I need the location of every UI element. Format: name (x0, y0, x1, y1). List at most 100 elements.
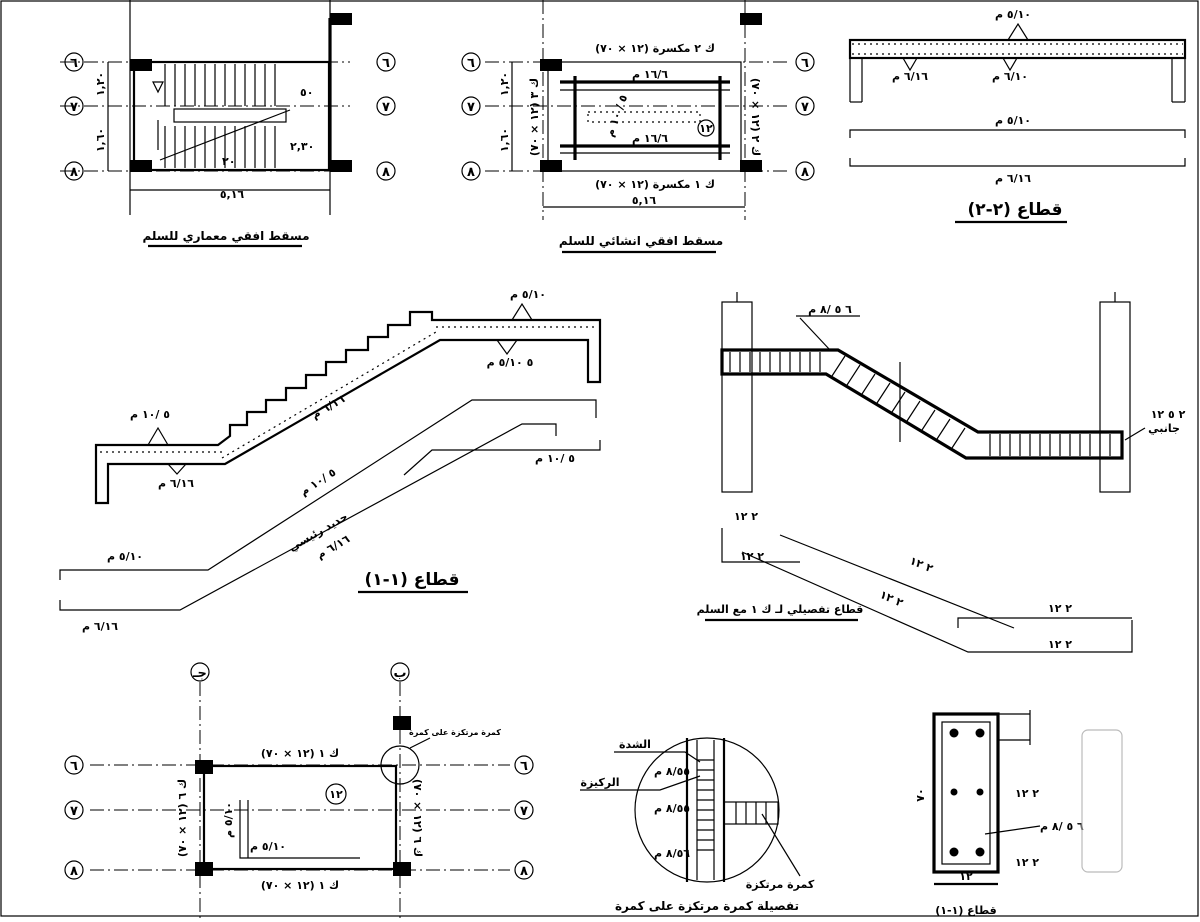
slab-number: ١٢ (329, 788, 343, 801)
dimension-width: ٥,١٦ (632, 194, 657, 207)
bar-shape-2 (59, 423, 557, 611)
stair-slab (720, 348, 1124, 460)
column (330, 160, 352, 172)
section-width: ١٢ (959, 870, 973, 883)
stirrup (941, 721, 991, 865)
stirrup-note: ٦ ٥ /٨ م (808, 303, 852, 316)
axis-label-6-right: ٦ (801, 56, 809, 71)
bar-shape-top-label: ٥/١٠ م (995, 114, 1031, 127)
dimension-width: ٥,١٦ (220, 188, 245, 201)
rebar-top-label: ١٦/٦ م (632, 68, 668, 81)
axis-bubble-8 (64, 161, 84, 181)
axis-label-7: ٧ (467, 100, 475, 115)
axis-bubble-7-right (376, 96, 396, 116)
axis-label-7: ٧ (70, 804, 78, 819)
leader-line (984, 825, 1041, 835)
axis-label-8: ٨ (467, 165, 475, 180)
side-bar-note-2: جانبي (1148, 422, 1180, 435)
axis-bubble-j (190, 662, 210, 682)
level-note: ٢,٣٠ (290, 140, 314, 153)
step-count-upper: ٥٠ (300, 86, 313, 99)
axis-bubble-6-right (795, 52, 815, 72)
rebar-bottom-left-label: ٦/١٦ م (892, 70, 928, 83)
dimension-b: ١,٦٠ (94, 128, 107, 152)
column (740, 13, 762, 25)
bar-shape-3 (403, 440, 601, 476)
supported-beam (723, 801, 779, 825)
leader-line (409, 737, 431, 749)
dimension-a: ١,٢٠ (498, 72, 511, 96)
rebar-label: ٦/١٦ م (309, 392, 347, 421)
axis-bubble-6 (64, 755, 84, 775)
axis-bubble-8-right (376, 161, 396, 181)
beam-bottom-label: ك ١ مكسرة (١٢ × ٧٠) (595, 178, 715, 191)
beam-detail-title: قطاع تفصيلي لـ ك ١ مع السلم (697, 603, 864, 616)
bar-shape-b-label: ٢ ١٢ (908, 554, 935, 575)
axis-label-8-right: ٨ (520, 864, 528, 879)
rebar-line (221, 331, 437, 459)
section-1-1: ٥ /١٠ م ٦/١٦ م ٥/١٠ م ٥ ٥/١٠ م ٦/١٦ م ٥/… (59, 288, 602, 633)
section-height: ٧٠ (914, 788, 927, 801)
beam-section: ٧٠ ١٢ ٢ ١٢ ٦ ٥ /٨ م ٢ ١٢ قطاع (١-١) (914, 710, 1123, 917)
support-plan: ٦ ٧ ٨ ٦ ٧ ٨ جـ ب كمرة مرتكزة على كمرة ك … (64, 662, 534, 918)
axis-bubble-8-right (795, 161, 815, 181)
detail-spacing-1: ٨/٥٥ م (654, 765, 690, 778)
column (195, 862, 213, 876)
axis-bubble-b (390, 662, 410, 682)
structural-plan: ٦ ٧ ٨ ٦ ٧ ٨ ك ٢ مكسرة (١٢ × ٧٠) ك ١ مكسر… (461, 0, 815, 254)
beam-right-label: ك ٢ (١٢ × ٧٠) (749, 78, 762, 156)
axis-label-6: ٦ (467, 56, 475, 71)
axis-label-6: ٦ (70, 759, 78, 774)
bar-shape-bottom-label: ٦/١٦ م (995, 172, 1031, 185)
bar-shape-2-label: ٦/١٦ م (82, 620, 118, 633)
column (540, 59, 562, 71)
axis-label-7-right: ٧ (801, 100, 809, 115)
axis-bubble-7 (64, 800, 84, 820)
beam-left-label: ك ٦ (١٢ × ٧٠) (176, 779, 189, 857)
rebar-dot (949, 728, 959, 738)
axis-bubble-7-right (514, 800, 534, 820)
axis-label-8-right: ٨ (801, 165, 809, 180)
leader-line (1007, 22, 1029, 41)
bar-shape-1 (59, 399, 597, 580)
leader-line (496, 339, 518, 356)
slab-outline (202, 764, 398, 871)
section-2-2: ٥/١٠ م ٦/١٦ م ٦/١٠ م ٥/١٠ م ٦/١٦ م قطاع … (848, 8, 1187, 224)
leader-line (167, 463, 187, 475)
axis-bubble-8 (461, 161, 481, 181)
bar-shape-b (779, 534, 1015, 629)
rebar-label: ٥ ٥/١٠ م (487, 356, 534, 369)
beam-right-label: ك ٦ (١٢ × ٧٠) (411, 779, 424, 857)
rebar-dot (950, 788, 958, 796)
axis-bubble-8 (64, 860, 84, 880)
axis-label-7: ٧ (70, 100, 78, 115)
struct-plan-title: مسقط افقي انشائي للسلم (559, 234, 723, 248)
axis-label-6-right: ٦ (382, 56, 390, 71)
detail-spacing-3: ٨/٥٦ م (654, 847, 690, 860)
walk-arrow (152, 81, 164, 94)
bar-shape-c (741, 551, 1133, 653)
detail-callout-circle (380, 745, 420, 785)
slab-number-bubble (697, 119, 715, 137)
axis-bubble-7-right (795, 96, 815, 116)
dimension-a: ١,٢٠ (94, 72, 107, 96)
axis-bubble-6-right (514, 755, 534, 775)
rebar-mid-label: ٥ / ١٠ م (603, 93, 630, 139)
support-detail: الشدة الركيزة كمرة مرتكزة ٨/٥٥ م ٨/٥٥ م … (580, 737, 815, 913)
axis-label-6-right: ٦ (520, 759, 528, 774)
column-right (1099, 301, 1131, 493)
bottom-bars-label: ٢ ١٢ (1015, 856, 1039, 869)
column (740, 160, 762, 172)
rebar-bottom-right-label: ٦/١٠ م (992, 70, 1028, 83)
bar-shape-c-label: ٢ ١٢ (878, 588, 905, 610)
step-count-lower: ٢٠ (222, 155, 235, 168)
column (195, 760, 213, 774)
bar-shape-3-label: ٥ /١٠ م (535, 452, 575, 465)
section-2-2-title: قطاع (٢-٢) (967, 200, 1062, 220)
axis-bubble-8-right (514, 860, 534, 880)
axis-label-8-right: ٨ (382, 165, 390, 180)
slab-section (848, 38, 1187, 60)
rebar-l-shape (239, 800, 360, 859)
